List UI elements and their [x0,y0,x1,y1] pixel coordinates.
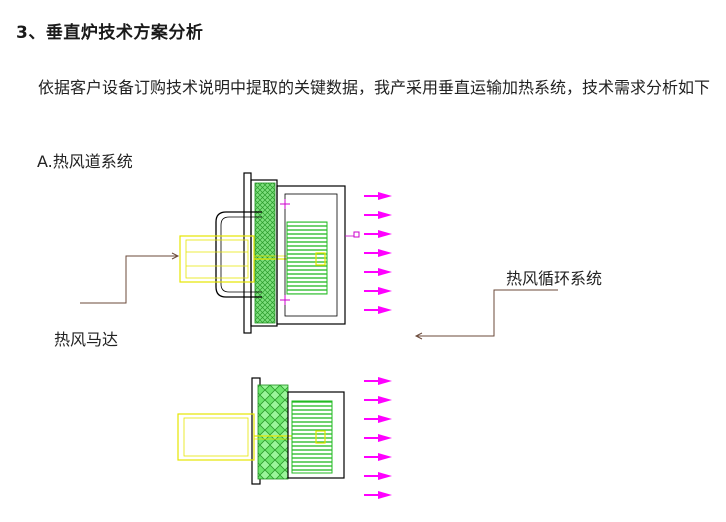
upper-assembly [179,172,360,334]
subsection-title: A.热风道系统 [37,152,133,171]
airflow-arrows-lower [364,377,392,499]
motor-leader-line [80,252,180,304]
intro-paragraph: 依据客户设备订购技术说明中提取的关键数据，我产采用垂直运输加热系统，技术需求分析… [38,78,711,97]
circulation-leader-line [414,289,558,340]
label-hot-air-motor: 热风马达 [54,330,119,349]
section-heading: 3、垂直炉技术方案分析 [16,23,204,43]
airflow-arrows-upper [364,192,392,314]
lower-assembly [177,377,345,485]
label-hot-air-circulation: 热风循环系统 [506,269,603,288]
